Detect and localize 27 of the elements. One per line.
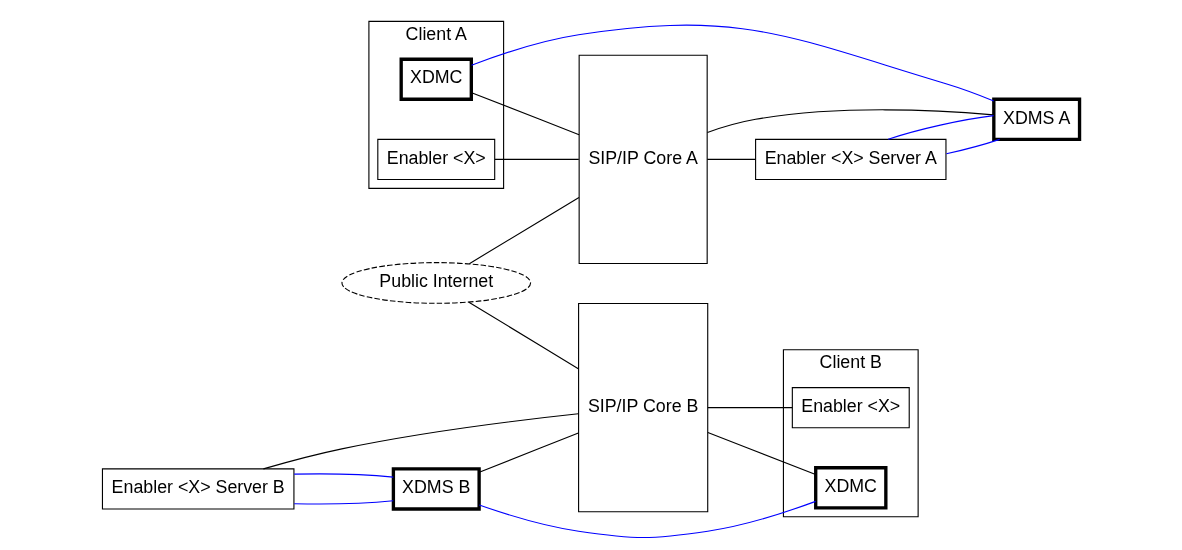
node-box: Enabler <X> Server B xyxy=(101,468,295,510)
connector xyxy=(478,500,817,539)
node-box: XDMC xyxy=(814,466,888,510)
connector xyxy=(707,431,817,476)
node-box: Enabler <X> Server A xyxy=(755,138,947,180)
connector xyxy=(478,432,579,473)
connector xyxy=(293,473,394,478)
connector xyxy=(293,500,394,505)
node-box: SIP/IP Core A xyxy=(578,54,708,265)
node-box: XDMS A xyxy=(992,97,1082,142)
connector xyxy=(471,92,580,136)
node-box: Enabler <X> xyxy=(377,138,496,180)
connector xyxy=(706,109,994,133)
connector xyxy=(468,196,580,265)
node-box: XDMS B xyxy=(391,467,481,511)
connector xyxy=(468,301,579,370)
node-box: XDMC xyxy=(399,57,473,101)
connector xyxy=(707,407,793,409)
node-box: Enabler <X> xyxy=(791,387,910,429)
node-box: SIP/IP Core B xyxy=(578,303,709,513)
connector xyxy=(470,24,995,102)
connector xyxy=(887,115,995,140)
connector xyxy=(494,158,580,160)
node-ellipse: Public Internet xyxy=(341,262,532,304)
connector xyxy=(945,138,1001,155)
connector xyxy=(706,158,756,160)
connector xyxy=(262,413,579,470)
